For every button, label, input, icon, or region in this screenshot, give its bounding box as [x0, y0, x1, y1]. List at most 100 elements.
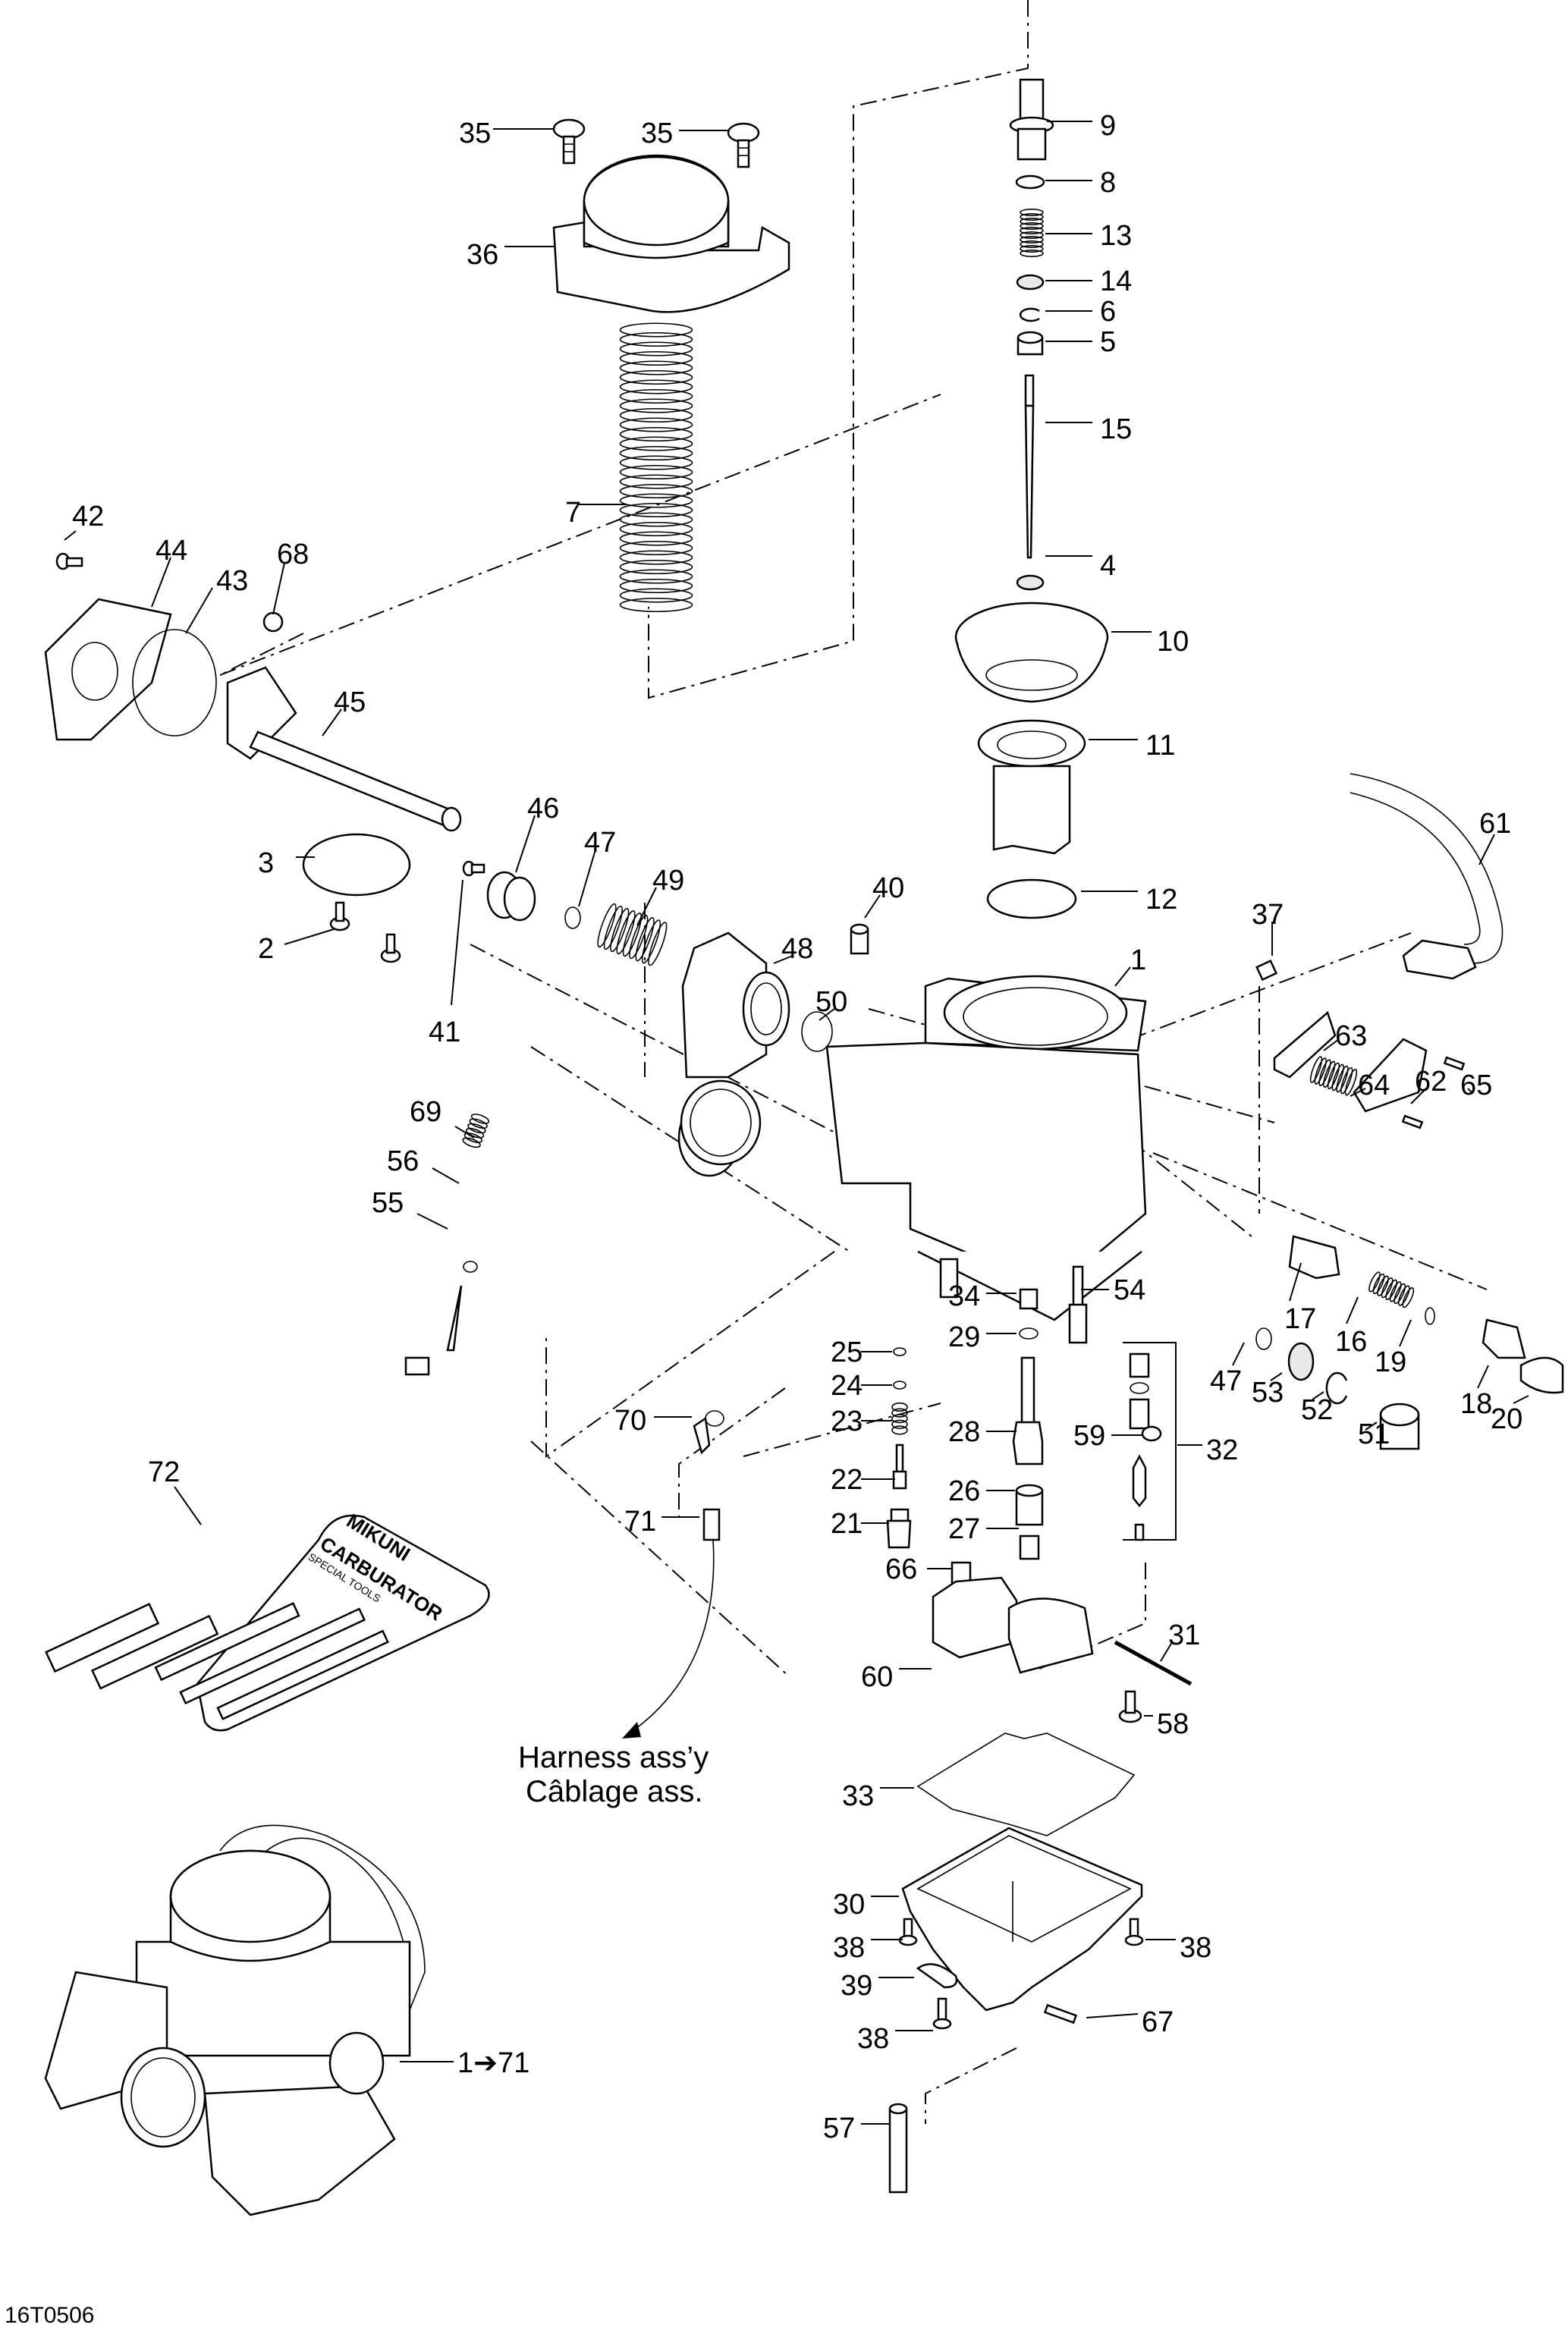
part-54-pilot-jet[interactable]: [1068, 1265, 1088, 1344]
callout-label-26[interactable]: 26: [948, 1475, 980, 1507]
part-21-cap[interactable]: [886, 1508, 912, 1549]
callout-label-47b[interactable]: 47: [1210, 1365, 1242, 1397]
part-59-screw[interactable]: [1141, 1425, 1162, 1442]
callout-label-18[interactable]: 18: [1460, 1388, 1492, 1420]
callout-label-68[interactable]: 68: [277, 539, 309, 570]
part-58-screw[interactable]: [1118, 1690, 1142, 1723]
callout-label-66[interactable]: 66: [885, 1553, 917, 1585]
part-31-float-pin[interactable]: [1114, 1640, 1192, 1686]
part-38-screw-right[interactable]: [1124, 1918, 1144, 1946]
part-39-bracket[interactable]: [916, 1963, 958, 1989]
callout-label-6[interactable]: 6: [1100, 296, 1116, 328]
callout-label-46[interactable]: 46: [527, 793, 559, 825]
callout-label-19[interactable]: 19: [1375, 1346, 1406, 1378]
part-34-jet[interactable]: [1019, 1288, 1039, 1310]
callout-label-65[interactable]: 65: [1460, 1070, 1492, 1101]
part-2-screws[interactable]: [329, 901, 401, 963]
part-23-spring[interactable]: [891, 1402, 908, 1435]
part-32-needle-valve-set[interactable]: [1129, 1352, 1150, 1541]
callout-label-62[interactable]: 62: [1415, 1066, 1447, 1098]
callout-label-48[interactable]: 48: [781, 933, 813, 965]
part-37-screen[interactable]: [1255, 960, 1278, 982]
callout-label-58[interactable]: 58: [1157, 1708, 1189, 1740]
part-8-o-ring[interactable]: [1015, 174, 1045, 190]
part-55-pilot-screw[interactable]: [404, 1285, 463, 1376]
part-4-washer[interactable]: [1016, 574, 1045, 591]
part-25-washer[interactable]: [893, 1347, 907, 1356]
part-35-screw-left[interactable]: [552, 118, 586, 165]
part-38-screw-bottom[interactable]: [932, 1997, 952, 2030]
callout-label-3[interactable]: 3: [258, 847, 274, 879]
part-28-needle-jet[interactable]: [1012, 1356, 1044, 1465]
callout-label-11[interactable]: 11: [1145, 730, 1175, 762]
part-64-spring[interactable]: [1309, 1056, 1359, 1096]
part-30-float-bowl[interactable]: [901, 1827, 1143, 2012]
part-27-main-jet[interactable]: [1019, 1535, 1040, 1560]
part-47-ring-lower[interactable]: [1255, 1327, 1272, 1350]
part-61-hose[interactable]: [1350, 773, 1504, 980]
callout-label-38c[interactable]: 38: [857, 2023, 889, 2055]
part-41-screw[interactable]: [462, 860, 485, 877]
callout-label-69[interactable]: 69: [410, 1096, 441, 1128]
callout-label-64[interactable]: 64: [1358, 1070, 1390, 1101]
part-51-cap[interactable]: [1379, 1403, 1420, 1450]
callout-label-52[interactable]: 52: [1301, 1394, 1333, 1426]
callout-label-25[interactable]: 25: [831, 1337, 863, 1368]
callout-label-57[interactable]: 57: [823, 2113, 855, 2144]
part-9-needle-holder[interactable]: [1009, 78, 1054, 161]
part-6-e-clip[interactable]: [1019, 307, 1040, 322]
callout-label-54[interactable]: 54: [1114, 1274, 1145, 1306]
callout-label-14[interactable]: 14: [1100, 265, 1132, 297]
part-67-drain-screw[interactable]: [1043, 2003, 1078, 2025]
part-19-o-ring[interactable]: [1425, 1307, 1435, 1325]
part-56-o-ring[interactable]: [463, 1261, 478, 1273]
part-48-cover-housing[interactable]: [681, 931, 790, 1079]
part-13-spring[interactable]: [1020, 208, 1044, 257]
callout-label-38a[interactable]: 38: [833, 1932, 865, 1964]
part-57-drain-hose[interactable]: [888, 2103, 908, 2194]
callout-label-45[interactable]: 45: [334, 686, 366, 718]
callout-label-70[interactable]: 70: [614, 1405, 646, 1437]
callout-label-71[interactable]: 71: [624, 1506, 656, 1538]
callout-label-23[interactable]: 23: [831, 1406, 863, 1437]
callout-label-35b[interactable]: 35: [641, 118, 673, 149]
callout-label-29[interactable]: 29: [948, 1321, 980, 1353]
callout-label-35a[interactable]: 35: [459, 118, 491, 149]
callout-label-44[interactable]: 44: [156, 535, 187, 567]
part-45-shaft[interactable]: [226, 666, 462, 832]
callout-label-63[interactable]: 63: [1335, 1020, 1367, 1052]
assembled-carburetor[interactable]: [44, 1824, 426, 2216]
part-22-starter-plunger[interactable]: [892, 1443, 907, 1490]
callout-label-61[interactable]: 61: [1479, 808, 1511, 840]
callout-label-51[interactable]: 51: [1358, 1418, 1390, 1450]
part-14-washer[interactable]: [1016, 274, 1045, 291]
part-65-screws[interactable]: [1401, 1056, 1466, 1129]
callout-label-30[interactable]: 30: [833, 1889, 865, 1921]
callout-label-9[interactable]: 9: [1100, 110, 1116, 142]
callout-label-56[interactable]: 56: [387, 1145, 419, 1177]
part-46-bushing[interactable]: [486, 871, 536, 922]
callout-label-39[interactable]: 39: [841, 1970, 872, 2002]
part-20-cap[interactable]: [1519, 1356, 1564, 1394]
part-1-carburetor-body[interactable]: [677, 975, 1147, 1321]
part-60-float[interactable]: [932, 1576, 1094, 1674]
callout-label-59[interactable]: 59: [1073, 1420, 1105, 1452]
callout-label-50[interactable]: 50: [815, 986, 847, 1018]
part-18-fitting[interactable]: [1482, 1318, 1526, 1359]
callout-label-5[interactable]: 5: [1100, 326, 1116, 358]
part-36-top-cover[interactable]: [552, 154, 790, 313]
part-29-o-ring[interactable]: [1019, 1327, 1039, 1340]
callout-label-4[interactable]: 4: [1100, 550, 1116, 582]
part-38-screw-left[interactable]: [898, 1918, 918, 1946]
callout-label-2[interactable]: 2: [258, 933, 274, 965]
callout-label-12[interactable]: 12: [1145, 884, 1177, 916]
callout-label-10[interactable]: 10: [1157, 626, 1189, 658]
callout-label-55[interactable]: 55: [372, 1187, 404, 1219]
callout-label-27[interactable]: 27: [948, 1513, 980, 1545]
part-50-o-ring[interactable]: [801, 1011, 833, 1052]
callout-label-36[interactable]: 36: [467, 239, 498, 271]
callout-label-22[interactable]: 22: [831, 1464, 863, 1496]
callout-label-32[interactable]: 32: [1206, 1434, 1238, 1466]
callout-label-38b[interactable]: 38: [1180, 1932, 1211, 1964]
callout-label-16[interactable]: 16: [1335, 1326, 1367, 1358]
